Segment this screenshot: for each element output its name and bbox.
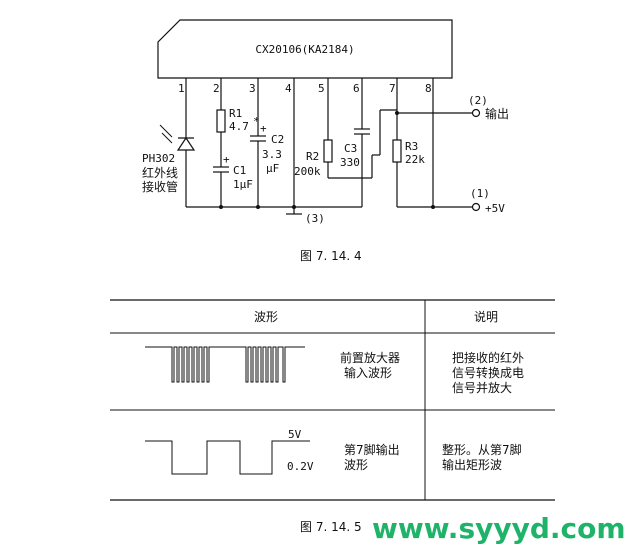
row2-wave-label-2: 波形 bbox=[344, 458, 368, 472]
c2-name: C2 bbox=[271, 133, 284, 146]
r1-name: R1 bbox=[229, 107, 242, 120]
preamp-input-waveform bbox=[145, 346, 305, 383]
r1-value: 4.7 bbox=[229, 120, 249, 133]
r2-value: 200k bbox=[294, 165, 321, 178]
c3-name: C3 bbox=[344, 142, 357, 155]
header-wave: 波形 bbox=[254, 310, 278, 324]
pin7-output-waveform bbox=[145, 440, 279, 475]
c1-value: 1μF bbox=[233, 178, 253, 191]
power-terminal bbox=[471, 202, 481, 212]
ir-light-arrow bbox=[159, 124, 173, 138]
figure-caption-1: 图 7. 14. 4 bbox=[300, 249, 362, 263]
c2-value: 3.3 bbox=[262, 148, 282, 161]
sensor-desc-line2: 接收管 bbox=[142, 179, 178, 194]
output-label: 输出 bbox=[485, 106, 509, 121]
pin-label-7: 7 bbox=[389, 82, 396, 95]
pin-label-4: 4 bbox=[285, 82, 292, 95]
output-num: (2) bbox=[468, 94, 488, 107]
level-high: 5V bbox=[288, 428, 302, 441]
row1-desc-3: 信号并放大 bbox=[452, 380, 512, 395]
pin-label-2: 2 bbox=[213, 82, 220, 95]
output-terminal bbox=[471, 108, 481, 118]
ir-photodiode bbox=[176, 136, 196, 151]
figure-caption-2: 图 7. 14. 5 bbox=[300, 520, 362, 534]
r3-value: 22k bbox=[405, 153, 425, 166]
r3-name: R3 bbox=[405, 140, 418, 153]
c2-unit: μF bbox=[266, 162, 279, 175]
row2-desc-2: 输出矩形波 bbox=[442, 457, 502, 472]
sensor-desc-line1: 红外线 bbox=[142, 165, 178, 180]
pin-label-1: 1 bbox=[178, 82, 185, 95]
power-label: +5V bbox=[485, 202, 505, 215]
c1-name: C1 bbox=[233, 164, 246, 177]
row1-wave-label-1: 前置放大器 bbox=[340, 350, 400, 365]
output-junction bbox=[395, 111, 399, 115]
ic-chip-body bbox=[157, 19, 453, 79]
power-junction bbox=[431, 205, 435, 209]
row2-desc-1: 整形。从第7脚 bbox=[442, 442, 522, 457]
sensor-name: PH302 bbox=[142, 152, 175, 165]
c2-polarity: + bbox=[260, 122, 267, 135]
ground-label: (3) bbox=[305, 212, 325, 225]
row1-wave-label-2: 输入波形 bbox=[344, 365, 392, 380]
watermark: www.syyyd.com bbox=[372, 512, 626, 545]
header-desc: 说明 bbox=[474, 309, 498, 324]
chip-name: CX20106(KA2184) bbox=[255, 43, 354, 56]
power-num: (1) bbox=[470, 187, 490, 200]
pin-label-3: 3 bbox=[249, 82, 256, 95]
r2-resistor bbox=[323, 139, 333, 163]
r2-name: R2 bbox=[306, 150, 319, 163]
c1-polarity: + bbox=[223, 153, 230, 166]
row1-desc-2: 信号转换成电 bbox=[452, 365, 524, 380]
pin-label-6: 6 bbox=[353, 82, 360, 95]
r1-resistor bbox=[216, 109, 226, 133]
r3-resistor bbox=[392, 139, 402, 163]
level-low: 0.2V bbox=[287, 460, 314, 473]
row2-wave-label-1: 第7脚输出 bbox=[344, 442, 400, 457]
row1-desc-1: 把接收的红外 bbox=[452, 350, 524, 365]
pin-label-8: 8 bbox=[425, 82, 432, 95]
r1-star: * bbox=[253, 115, 260, 128]
pin-label-5: 5 bbox=[318, 82, 325, 95]
c3-value: 330 bbox=[340, 156, 360, 169]
